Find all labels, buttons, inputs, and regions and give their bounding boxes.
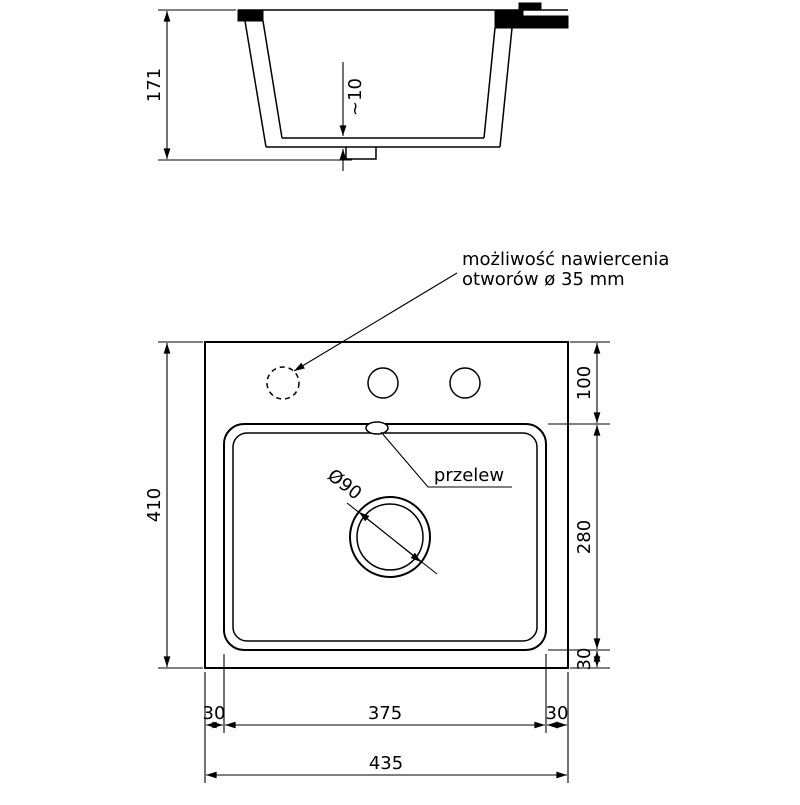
dim-bottom-thickness: ~10 bbox=[339, 62, 366, 171]
drain-inner-circle bbox=[356, 503, 424, 571]
dim-100-label: 100 bbox=[574, 366, 595, 400]
faucet-hole bbox=[367, 367, 399, 399]
dim-280-label: 280 bbox=[574, 520, 595, 554]
plan-view bbox=[204, 341, 569, 669]
diameter-arrow bbox=[389, 536, 422, 563]
dim-section-height: 171 bbox=[144, 9, 352, 161]
leader-arrow bbox=[293, 272, 458, 372]
overflow-label-group: przelew bbox=[380, 431, 512, 488]
dim-drain-diameter: Ø90 bbox=[323, 465, 438, 575]
bowl-wall-right-outer bbox=[499, 27, 513, 148]
leader-line bbox=[380, 431, 512, 488]
dim-30-left-label: 30 bbox=[203, 703, 226, 724]
section-faucet-deck bbox=[494, 9, 569, 29]
dim-total-depth: 410 bbox=[144, 341, 203, 669]
dim-410-label: 410 bbox=[144, 488, 165, 522]
dim-30-right-label: 30 bbox=[546, 703, 569, 724]
dim-right-column: 100 280 30 bbox=[548, 341, 610, 671]
dim-171-label: 171 bbox=[144, 68, 165, 102]
dim-435-label: 435 bbox=[369, 753, 403, 774]
sink-outline bbox=[204, 341, 569, 669]
optional-drill-hole bbox=[266, 366, 300, 400]
drill-note-line1: możliwość nawiercenia bbox=[462, 249, 669, 270]
bowl-wall-left-inner bbox=[262, 20, 283, 139]
drill-note-line2: otworów ø 35 mm bbox=[462, 269, 625, 290]
section-deck-stub bbox=[518, 2, 542, 11]
diameter-arrow bbox=[358, 511, 391, 538]
drill-note: możliwość nawiercenia otworów ø 35 mm bbox=[293, 249, 669, 372]
dim-375-label: 375 bbox=[368, 703, 402, 724]
dim-30-bottom-right-label: 30 bbox=[574, 648, 595, 671]
bowl-wall-left-outer bbox=[244, 20, 267, 148]
section-view bbox=[237, 2, 569, 160]
bowl-outer-edge bbox=[223, 423, 547, 651]
overflow-opening bbox=[365, 421, 389, 435]
overflow-label: przelew bbox=[434, 465, 504, 486]
faucet-hole bbox=[449, 367, 481, 399]
drain-stub bbox=[345, 147, 377, 160]
bowl-wall-right-inner bbox=[483, 27, 496, 139]
drain-diameter-label: Ø90 bbox=[323, 465, 365, 504]
bowl-inner-edge bbox=[232, 432, 538, 642]
section-left-rim bbox=[237, 9, 264, 22]
dim-bottom-rows: 30 375 30 435 bbox=[203, 654, 569, 783]
drain-outer-circle bbox=[349, 496, 431, 578]
dim-10-label: ~10 bbox=[345, 78, 366, 116]
